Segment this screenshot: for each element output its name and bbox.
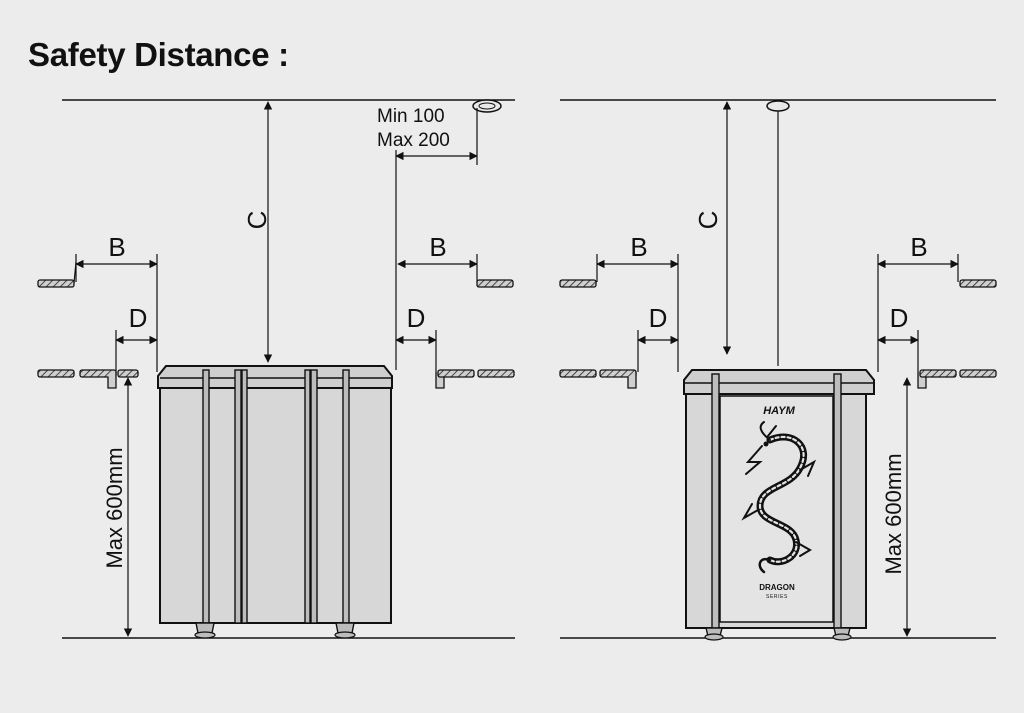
series-name: DRAGON — [759, 583, 795, 592]
b-label-right-1: B — [630, 232, 647, 262]
dragon-icon — [741, 421, 817, 574]
b-label-left-2: B — [429, 232, 446, 262]
series-subtitle: SERIES — [766, 594, 788, 600]
brand-logo: HAYM — [763, 405, 795, 417]
lower-bench-right — [917, 369, 997, 389]
lower-bench-left — [559, 369, 637, 389]
b-label-left-1: B — [108, 232, 125, 262]
d-label-right-2: D — [890, 303, 909, 333]
upper-bench-left — [37, 261, 77, 288]
max-height-label-right: Max 600mm — [881, 453, 906, 574]
page-title: Safety Distance : — [28, 36, 289, 73]
upper-bench-right — [476, 279, 514, 288]
right-diagram: C B B D D — [559, 99, 997, 641]
ceiling-lamp-icon — [766, 100, 790, 366]
c-label-right: C — [693, 211, 723, 230]
b-label-right-2: B — [910, 232, 927, 262]
ceiling-lamp-icon — [472, 99, 502, 165]
d-label-left-2: D — [407, 303, 426, 333]
sauna-heater-front: HAYM DRAGON SERIES — [683, 369, 875, 641]
max-distance-label: Max 200 — [377, 130, 450, 151]
max-height-label-left: Max 600mm — [102, 447, 127, 568]
left-diagram: Min 100 Max 200 C B B D D — [37, 99, 515, 639]
upper-bench-left — [559, 279, 597, 288]
d-label-right-1: D — [649, 303, 668, 333]
sauna-heater-side — [157, 365, 393, 639]
lower-bench-left — [37, 369, 139, 389]
c-label-left: C — [242, 211, 272, 230]
min-distance-label: Min 100 — [377, 106, 445, 127]
lower-bench-right — [435, 369, 515, 389]
upper-bench-right — [959, 279, 997, 288]
d-label-left-1: D — [129, 303, 148, 333]
